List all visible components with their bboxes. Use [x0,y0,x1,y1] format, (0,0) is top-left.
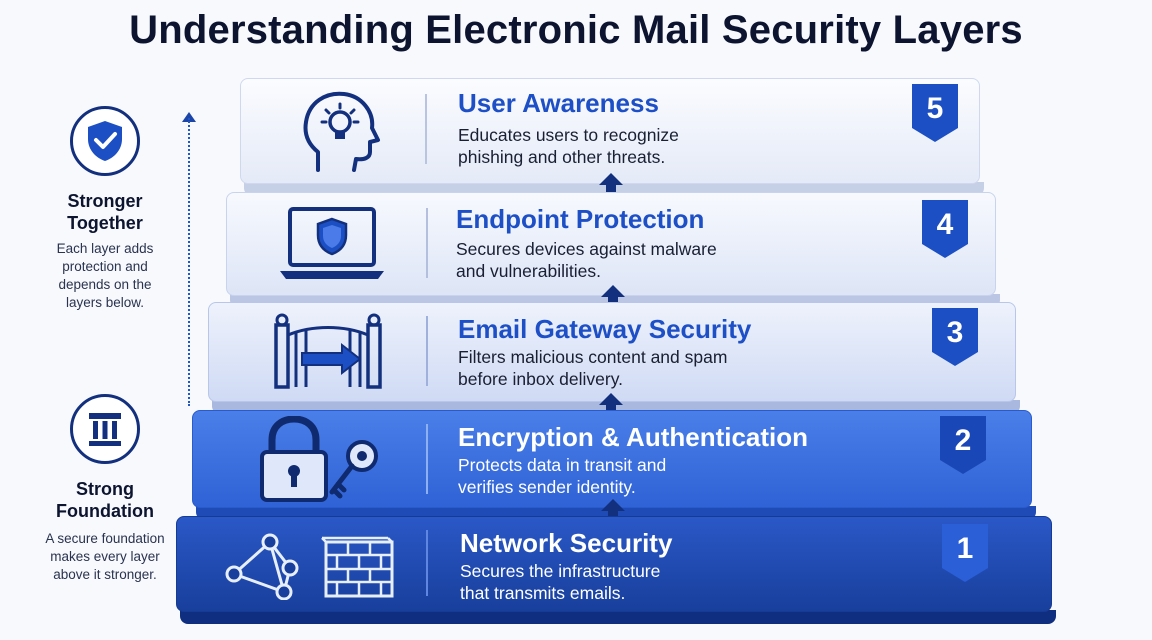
layer-3: Email Gateway Security Filters malicious… [208,302,1020,414]
layer-number: 4 [936,208,954,241]
layer-desc-line: and vulnerabilities. [456,261,601,281]
side-heading-line: Strong [76,479,134,499]
side-text-line: above it stronger. [53,567,157,582]
layer-number-badge: 2 [940,416,986,474]
layer-desc-line: Filters malicious content and spam [458,347,728,367]
layer-5: User Awareness Educates users to recogni… [240,78,984,196]
shield-check-icon [70,106,140,176]
up-arrow-icon [598,172,624,198]
dotted-progress-line [188,118,190,406]
layer-title: User Awareness [458,88,659,118]
layer-number: 2 [954,424,972,457]
upward-arrow-icon [182,112,196,122]
layer-desc-line: Protects data in transit and [458,455,667,475]
layer-number-badge: 5 [912,84,958,142]
up-arrow-icon [600,284,626,310]
up-arrow-icon [598,392,624,418]
head-lightbulb-icon [298,78,382,184]
layer-desc-line: verifies sender identity. [458,477,636,497]
stronger-together-panel: Stronger Together Each layer adds protec… [20,106,190,312]
layer-desc-line: Secures the infrastructure [460,561,661,581]
layer-number-badge: 4 [922,200,968,258]
layer-number: 5 [926,92,944,125]
side-text-line: A secure foundation [45,531,165,546]
gate-arrow-icon [272,302,384,402]
side-heading-line: Foundation [56,501,154,521]
layer-number-badge: 3 [932,308,978,366]
layer-desc-line: Educates users to recognize [458,125,679,145]
side-text-line: Each layer adds [56,241,154,256]
layer-title: Endpoint Protection [456,204,705,234]
side-heading-line: Together [67,213,143,233]
side-text-line: makes every layer [50,549,160,564]
strong-foundation-panel: Strong Foundation A secure foundation ma… [20,394,190,584]
side-text-line: layers below. [65,295,145,310]
layer-desc-line: Secures devices against malware [456,239,717,259]
layer-desc-line: before inbox delivery. [458,369,624,389]
layer-number-badge: 1 [942,524,988,582]
network-firewall-icon [224,516,396,612]
layer-desc-line: phishing and other threats. [458,147,666,167]
layer-title: Network Security [460,528,673,558]
side-heading-line: Stronger [67,191,143,211]
layer-number: 3 [946,316,964,349]
page-title: Understanding Electronic Mail Security L… [129,8,1023,52]
layer-4: Endpoint Protection Secures devices agai… [226,192,1000,308]
side-text-line: protection and [62,259,148,274]
layer-number: 1 [956,532,974,565]
layer-2: Encryption & Authentication Protects dat… [192,410,1036,520]
laptop-shield-icon [278,192,386,296]
layer-desc-line: that transmits emails. [460,583,626,603]
padlock-key-icon [258,410,384,508]
layer-1: Network Security Secures the infrastruct… [176,516,1056,624]
up-arrow-icon [600,498,626,524]
layer-title: Encryption & Authentication [458,422,809,452]
layer-title: Email Gateway Security [458,314,752,344]
side-text-line: depends on the [58,277,152,292]
pillar-icon [70,394,140,464]
